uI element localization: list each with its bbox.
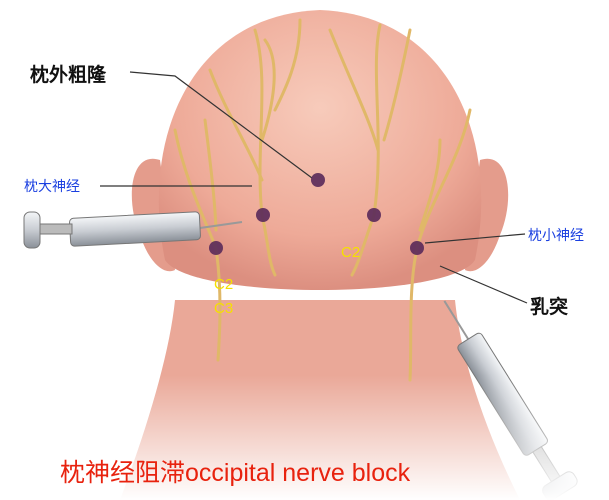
label-c2-left: C2 [214,276,234,293]
label-c2-right: C2 [341,244,361,261]
label-greater-occipital-nerve: 枕大神经 [24,179,80,195]
label-mastoid: 乳突 [530,296,569,318]
label-lesser-occipital-nerve: 枕小神经 [528,228,584,244]
label-external-occipital-protuberance: 枕外粗隆 [30,64,107,86]
diagram-title: 枕神经阻滞occipital nerve block [60,459,411,487]
label-c3-left: C3 [214,300,234,317]
